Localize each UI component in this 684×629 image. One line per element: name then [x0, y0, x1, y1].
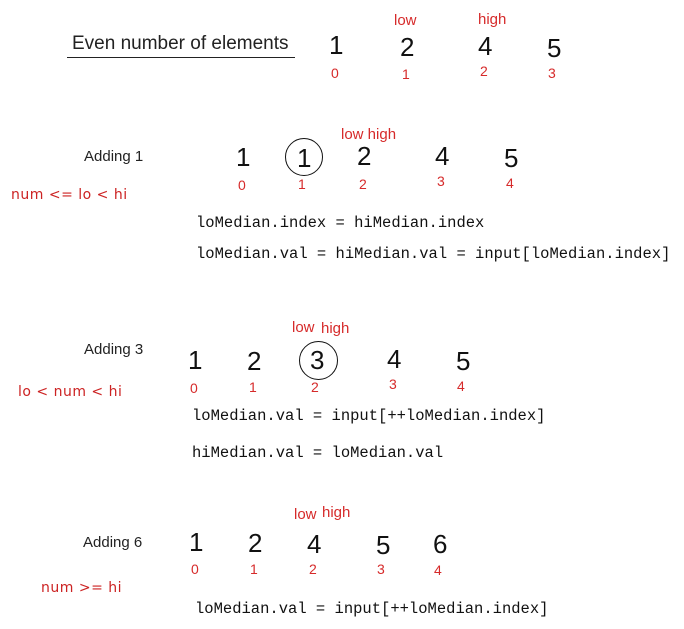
array-index: 0 [238, 177, 246, 193]
condition-note: num >= hi [41, 580, 123, 596]
code-line: loMedian.index = hiMedian.index [196, 214, 485, 232]
condition-note: lo < num < hi [18, 384, 123, 400]
array-index: 1 [250, 561, 258, 577]
section-label-adding-3: Adding 3 [84, 341, 144, 358]
array-index: 1 [298, 176, 306, 192]
array-value: 5 [504, 143, 519, 173]
code-line: loMedian.val = input[++loMedian.index] [195, 600, 549, 618]
low-pointer-label: low [292, 319, 315, 336]
title-underline [67, 57, 295, 58]
array-value: 1 [188, 345, 203, 375]
array-index: 4 [506, 175, 514, 191]
inserted-element-circle [285, 138, 323, 176]
array-value: 5 [547, 33, 562, 63]
high-pointer-label: high [478, 11, 507, 28]
section-label-adding-1: Adding 1 [84, 148, 144, 165]
array-index: 3 [548, 65, 556, 81]
high-pointer-label: high [321, 320, 350, 337]
array-value: 5 [456, 346, 471, 376]
inserted-element-circle [299, 341, 338, 380]
code-line: loMedian.val = hiMedian.val = input[loMe… [196, 245, 671, 263]
array-index: 3 [437, 173, 445, 189]
low-high-pointer-label: low high [341, 126, 397, 143]
array-value: 1 [189, 527, 204, 557]
array-index: 3 [389, 376, 397, 392]
array-index: 0 [331, 65, 339, 81]
array-index: 2 [309, 561, 317, 577]
array-index: 2 [311, 379, 319, 395]
condition-note: num <= lo < hi [11, 187, 128, 203]
array-value: 1 [297, 143, 312, 173]
array-value: 6 [433, 529, 448, 559]
array-value: 2 [247, 346, 262, 376]
array-index: 2 [359, 176, 367, 192]
array-value: 1 [329, 30, 344, 60]
diagram-title: Even number of elements [72, 33, 289, 54]
array-value: 4 [307, 529, 322, 559]
array-value: 4 [478, 31, 493, 61]
code-line: loMedian.val = input[++loMedian.index] [192, 407, 546, 425]
array-index: 0 [191, 561, 199, 577]
array-index: 0 [190, 380, 198, 396]
array-value: 2 [248, 528, 263, 558]
array-index: 1 [249, 379, 257, 395]
array-value: 4 [387, 344, 402, 374]
code-line: hiMedian.val = loMedian.val [192, 444, 444, 462]
array-value: 4 [435, 141, 450, 171]
high-pointer-label: high [322, 504, 351, 521]
array-value: 2 [400, 32, 415, 62]
array-index: 2 [480, 63, 488, 79]
array-index: 3 [377, 561, 385, 577]
array-value: 1 [236, 142, 251, 172]
section-label-adding-6: Adding 6 [83, 534, 143, 551]
array-index: 4 [434, 562, 442, 578]
low-pointer-label: low [394, 12, 417, 29]
low-pointer-label: low [294, 506, 317, 523]
array-index: 4 [457, 378, 465, 394]
array-value: 3 [310, 345, 325, 375]
array-value: 5 [376, 530, 391, 560]
array-value: 2 [357, 141, 372, 171]
array-index: 1 [402, 66, 410, 82]
